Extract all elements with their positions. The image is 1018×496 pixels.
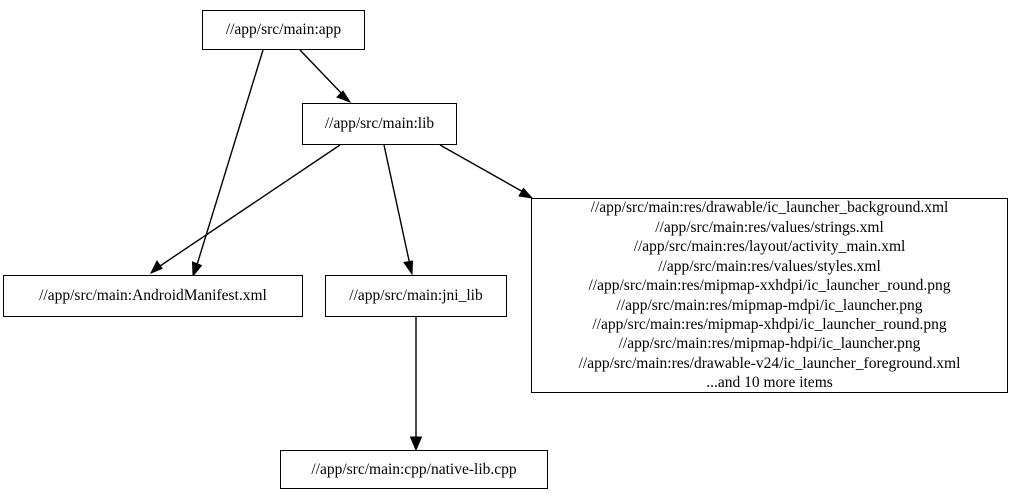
edge-lib-to-manifest (149, 144, 341, 274)
node-resources-label: //app/src/main:res/drawable/ic_launcher_… (578, 199, 961, 392)
edge-jni-lib-to-native-lib (409, 317, 423, 452)
node-jni-lib-label: //app/src/main:jni_lib (349, 287, 483, 305)
node-android-manifest[interactable]: //app/src/main:AndroidManifest.xml (3, 275, 303, 317)
edge-app-to-manifest (191, 49, 264, 278)
node-native-lib-cpp-label: //app/src/main:cpp/native-lib.cpp (311, 460, 517, 478)
node-resources[interactable]: //app/src/main:res/drawable/ic_launcher_… (531, 198, 1008, 393)
node-lib-label: //app/src/main:lib (324, 115, 435, 133)
node-lib[interactable]: //app/src/main:lib (302, 103, 457, 145)
node-app-label: //app/src/main:app (225, 21, 342, 39)
node-native-lib-cpp[interactable]: //app/src/main:cpp/native-lib.cpp (280, 450, 548, 489)
edge-app-to-lib (299, 49, 352, 104)
node-app[interactable]: //app/src/main:app (202, 10, 365, 50)
edge-lib-to-resources (439, 144, 534, 199)
node-jni-lib[interactable]: //app/src/main:jni_lib (325, 275, 507, 317)
node-android-manifest-label: //app/src/main:AndroidManifest.xml (39, 287, 267, 305)
edge-lib-to-jni-lib (383, 144, 414, 276)
